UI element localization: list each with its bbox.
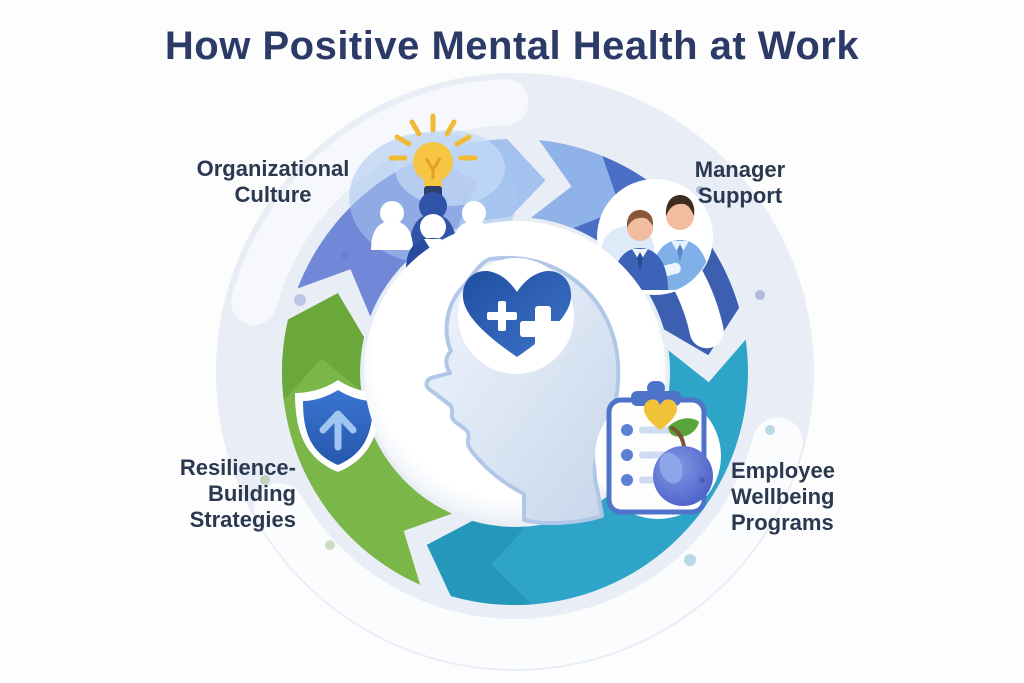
label-manager-support: Manager Support — [615, 157, 865, 209]
managers-talking-icon — [597, 179, 724, 349]
person-back-head — [419, 192, 447, 220]
person-left-body — [371, 221, 413, 250]
label-line: Building — [208, 481, 296, 506]
apple-dot — [699, 477, 705, 483]
label-line: Programs — [731, 510, 834, 535]
plus-icon — [487, 301, 517, 331]
person-right-head — [462, 201, 486, 225]
label-line: Strategies — [189, 507, 296, 532]
label-line: Wellbeing — [731, 484, 835, 509]
label-line: Manager — [694, 157, 786, 182]
small-heart-icon — [643, 399, 678, 430]
person-front-head — [420, 214, 446, 240]
label-line: Resilience- — [179, 455, 296, 480]
page-title: How Positive Mental Health at Work — [164, 24, 860, 68]
label-resilience-building-strategies: Resilience- Building Strategies — [96, 455, 296, 533]
arrow-tip-employee-wellbeing — [426, 521, 532, 605]
manager-left-tie — [637, 252, 643, 272]
bulb-neck — [424, 179, 442, 187]
apple-highlight — [659, 452, 683, 484]
label-employee-wellbeing-programs: Employee Wellbeing Programs — [731, 458, 961, 536]
shield-up-arrow — [319, 410, 357, 451]
notch-band-manager-support — [531, 140, 621, 229]
label-organizational-culture: Organizational Culture — [143, 156, 403, 208]
shield-arrow-icon — [295, 380, 381, 472]
manager-right-head — [666, 202, 694, 230]
lightbulb-icon — [413, 142, 453, 182]
manager-left-hair — [626, 210, 654, 228]
apple-stem — [670, 426, 686, 449]
halo-swoosh-bottom — [254, 417, 803, 670]
label-line: Employee — [731, 458, 835, 483]
head-heart-cross-icon — [424, 255, 621, 526]
bulb-filament — [424, 157, 442, 180]
manager-left-head — [627, 215, 653, 241]
label-line: Culture — [234, 182, 312, 207]
halo-swoosh-top — [231, 79, 529, 326]
label-line: Support — [697, 183, 783, 208]
lightbulb-rays — [388, 113, 478, 161]
medical-cross-icon — [520, 306, 566, 352]
manager-right-hair — [665, 195, 695, 216]
manager-right-tie — [677, 244, 683, 262]
apple-icon — [653, 446, 713, 506]
clipboard-apple-icon — [595, 381, 721, 519]
arrow-tip-resilience-building — [281, 293, 364, 401]
label-line: Organizational — [196, 156, 350, 181]
person-left-head — [380, 201, 404, 225]
segment-texture — [260, 186, 775, 566]
